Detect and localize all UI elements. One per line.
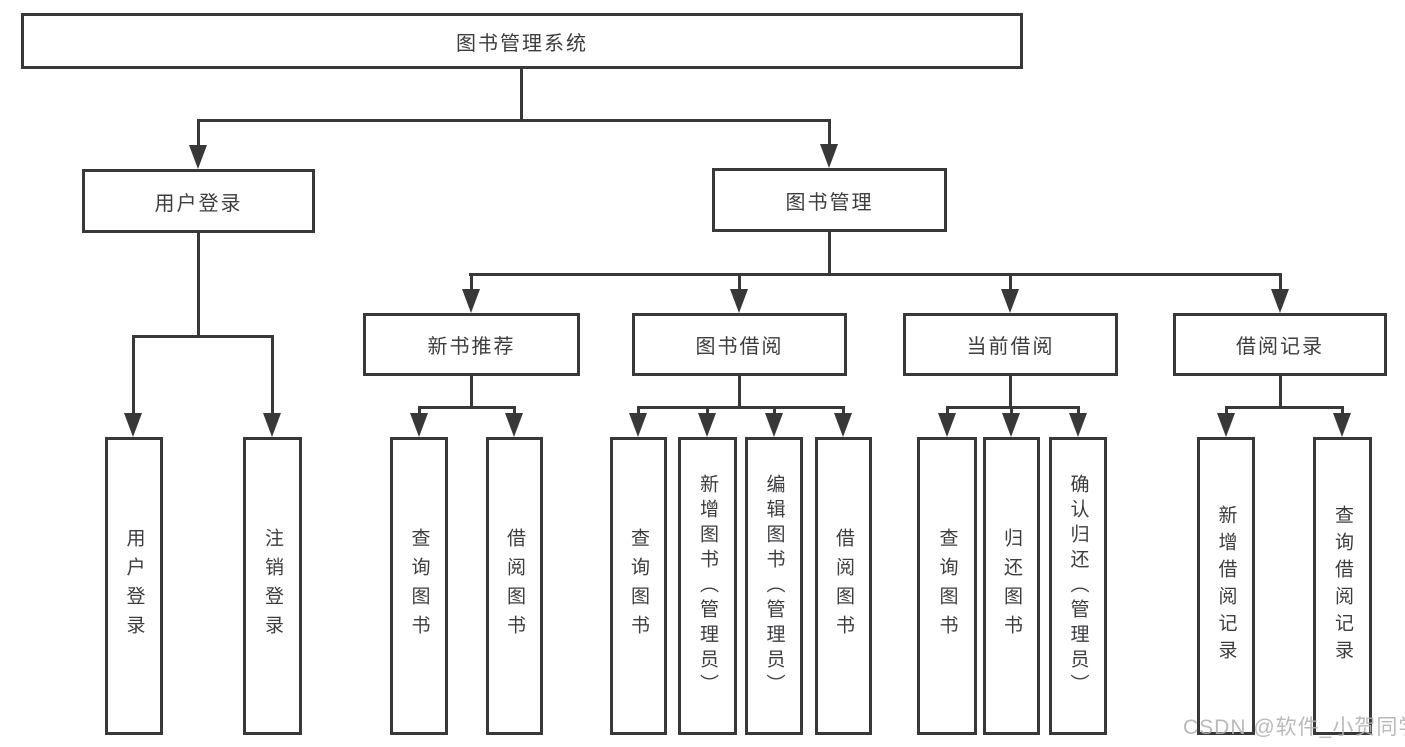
node-user-login: 用户登录 — [82, 169, 315, 233]
connector-line — [828, 119, 831, 146]
node-add-books-admin-label: 新增图书（管理员） — [697, 473, 718, 699]
arrow-down-icon — [1333, 413, 1351, 437]
arrow-down-icon — [505, 413, 523, 437]
node-book-mgmt-label: 图书管理 — [785, 191, 874, 214]
node-confirm-return-admin-label: 确认归还（管理员） — [1067, 473, 1089, 699]
arrow-down-icon — [124, 413, 142, 437]
connector-line — [637, 406, 640, 415]
connector-line — [470, 273, 473, 291]
connector-line — [1009, 273, 1012, 291]
connector-line — [1279, 273, 1282, 291]
node-borrow-books-rec-label: 借阅图书 — [504, 528, 525, 644]
node-query-books-borrow-label: 查询图书 — [628, 528, 649, 644]
node-borrow-records: 借阅记录 — [1173, 313, 1387, 376]
connector-line — [1077, 406, 1080, 415]
connector-line — [946, 406, 949, 415]
node-user-login-label: 用户登录 — [154, 192, 243, 215]
connector-line — [738, 376, 741, 406]
node-add-borrow-record: 新增借阅记录 — [1197, 437, 1255, 735]
connector-line — [828, 232, 831, 273]
node-query-books-current: 查询图书 — [917, 437, 977, 735]
connector-line — [418, 406, 516, 409]
arrow-down-icon — [189, 145, 207, 169]
node-book-borrow-label: 图书借阅 — [695, 336, 784, 358]
connector-line — [520, 69, 523, 119]
node-borrow-books-borrow-label: 借阅图书 — [833, 528, 854, 644]
node-borrow-records-label: 借阅记录 — [1236, 336, 1324, 358]
node-query-books-rec-label: 查询图书 — [408, 528, 430, 644]
connector-line — [1010, 406, 1013, 415]
arrow-down-icon — [1069, 413, 1087, 437]
connector-line — [470, 376, 473, 406]
connector-line — [469, 273, 1281, 276]
connector-line — [197, 119, 831, 122]
node-book-borrow: 图书借阅 — [632, 313, 847, 376]
node-current-borrow-label: 当前借阅 — [966, 336, 1055, 358]
arrow-down-icon — [1001, 289, 1019, 313]
node-query-books-rec: 查询图书 — [390, 437, 448, 735]
arrow-down-icon — [698, 413, 716, 437]
connector-line — [132, 335, 273, 338]
arrow-down-icon — [263, 413, 281, 437]
node-return-books: 归还图书 — [983, 437, 1040, 735]
watermark: CSDN @软件_小贺同学 — [1183, 716, 1405, 739]
connector-line — [1341, 406, 1344, 415]
arrow-down-icon — [629, 413, 647, 437]
arrow-down-icon — [730, 289, 748, 313]
connector-line — [773, 406, 776, 415]
node-current-borrow: 当前借阅 — [903, 313, 1118, 376]
node-add-borrow-record-label: 新增借阅记录 — [1215, 505, 1237, 667]
node-logout-action-label: 注销登录 — [262, 528, 283, 644]
node-user-login-action: 用户登录 — [105, 437, 163, 735]
node-new-book-rec-label: 新书推荐 — [427, 336, 516, 358]
connector-line — [132, 335, 135, 414]
arrow-down-icon — [1271, 289, 1289, 313]
connector-line — [637, 406, 844, 409]
node-return-books-label: 归还图书 — [1001, 528, 1022, 644]
arrow-down-icon — [1002, 413, 1020, 437]
connector-line — [271, 335, 274, 414]
node-logout-action: 注销登录 — [243, 437, 302, 735]
connector-line — [197, 233, 200, 335]
node-new-book-rec: 新书推荐 — [363, 313, 580, 376]
connector-line — [1225, 406, 1343, 409]
arrow-down-icon — [938, 413, 956, 437]
node-query-borrow-record-label: 查询借阅记录 — [1332, 505, 1353, 667]
node-query-books-current-label: 查询图书 — [936, 528, 958, 644]
node-add-books-admin: 新增图书（管理员） — [678, 437, 737, 735]
connector-line — [197, 119, 200, 146]
node-edit-books-admin-label: 编辑图书（管理员） — [763, 473, 785, 699]
node-confirm-return-admin: 确认归还（管理员） — [1049, 437, 1107, 735]
node-query-borrow-record: 查询借阅记录 — [1313, 437, 1372, 735]
node-book-mgmt: 图书管理 — [712, 168, 947, 232]
node-edit-books-admin: 编辑图书（管理员） — [745, 437, 803, 735]
node-borrow-books-borrow: 借阅图书 — [815, 437, 872, 735]
connector-line — [1009, 376, 1012, 406]
connector-line — [738, 273, 741, 291]
connector-line — [1279, 376, 1282, 406]
arrow-down-icon — [410, 413, 428, 437]
arrow-down-icon — [834, 413, 852, 437]
arrow-down-icon — [765, 413, 783, 437]
node-user-login-action-label: 用户登录 — [123, 528, 145, 644]
connector-line — [842, 406, 845, 415]
arrow-down-icon — [1217, 413, 1235, 437]
node-borrow-books-rec: 借阅图书 — [486, 437, 543, 735]
node-root-label: 图书管理系统 — [456, 32, 588, 55]
connector-line — [418, 406, 421, 415]
node-query-books-borrow: 查询图书 — [610, 437, 667, 735]
connector-line — [706, 406, 709, 415]
connector-line — [1225, 406, 1228, 415]
arrow-down-icon — [462, 289, 480, 313]
connector-line — [513, 406, 516, 415]
arrow-down-icon — [820, 144, 838, 168]
node-root: 图书管理系统 — [21, 13, 1023, 69]
